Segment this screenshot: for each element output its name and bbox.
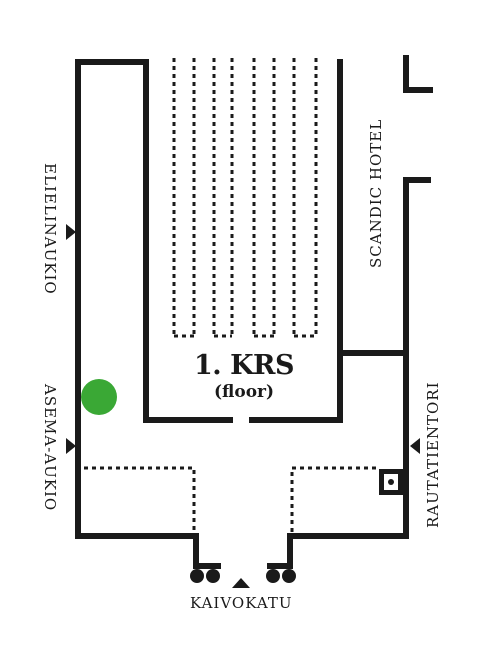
central-hall-wall-east bbox=[249, 59, 343, 423]
elevator-icon bbox=[379, 469, 403, 495]
platform-lines bbox=[172, 58, 318, 338]
entrance-kaivokatu-icon bbox=[232, 578, 250, 588]
floor-number: 1. KRS bbox=[194, 350, 295, 381]
floor-title: 1. KRS (floor) bbox=[194, 350, 295, 402]
central-hall-wall bbox=[75, 59, 233, 423]
entrance-rautatientori-icon bbox=[410, 438, 420, 454]
east-lobby-outline bbox=[290, 466, 376, 532]
label-scandic-hotel: SCANDIC HOTEL bbox=[367, 118, 385, 268]
label-elielinaukio: ELIELINAUKIO bbox=[41, 163, 59, 295]
west-lobby-outline bbox=[84, 466, 196, 532]
entrance-elielinaukio-icon bbox=[66, 224, 76, 240]
label-kaivokatu: KAIVOKATU bbox=[190, 594, 293, 612]
bollard-icon bbox=[190, 569, 296, 583]
location-marker-icon bbox=[81, 379, 117, 415]
entrance-asema-aukio-icon bbox=[66, 438, 76, 454]
label-asema-aukio: ASEMA-AUKIO bbox=[41, 384, 59, 512]
northeast-wall bbox=[403, 55, 433, 93]
floor-subtitle: (floor) bbox=[213, 382, 275, 402]
east-wall bbox=[267, 177, 431, 569]
label-rautatientori: RAUTATIENTORI bbox=[424, 381, 442, 529]
west-wall bbox=[75, 59, 221, 569]
